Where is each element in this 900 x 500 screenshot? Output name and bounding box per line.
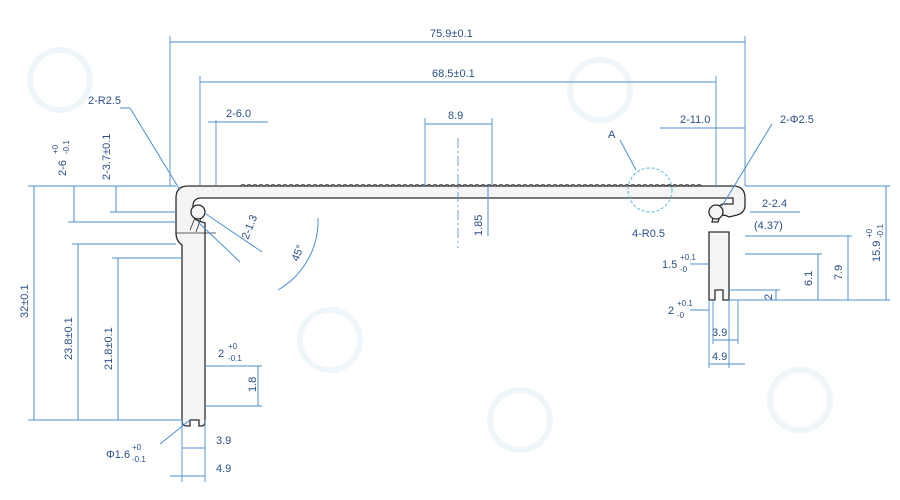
label-right-dim-2: 2	[763, 294, 775, 300]
right-screw-hole	[708, 204, 724, 220]
label-right-slot-depth: (4.37)	[754, 220, 783, 232]
label-left-inner-height: 2-3.7±0.1	[101, 134, 113, 180]
label-left-width-3-9: 3.9	[216, 435, 231, 447]
svg-text:+0: +0	[865, 228, 874, 238]
svg-text:-0.1: -0.1	[62, 140, 71, 154]
label-left-width-4-9: 4.9	[216, 463, 231, 475]
label-right-hole: 2-Φ2.5	[780, 114, 814, 126]
left-screw-hole	[190, 204, 206, 220]
label-inner-width: 68.5±0.1	[432, 68, 475, 80]
svg-text:-0.1: -0.1	[876, 224, 885, 238]
label-right-slot-width: 2-2.4	[762, 198, 787, 210]
label-overall-width: 75.9±0.1	[430, 28, 473, 40]
label-right-width-4-9: 4.9	[712, 351, 727, 363]
label-right-width-3-9: 3.9	[712, 327, 727, 339]
label-leg-height: 23.8±0.1	[63, 317, 75, 360]
label-left-radius: 2-R2.5	[88, 95, 121, 107]
svg-text:-0.1: -0.1	[228, 354, 242, 363]
svg-text:+0: +0	[51, 144, 60, 154]
label-hole: Φ1.6 +0 -0.1	[106, 443, 146, 464]
label-diag-width: 2-1.3	[240, 213, 261, 241]
profile-outline	[175, 184, 746, 427]
profile-body	[175, 185, 746, 427]
label-leg-inner: 21.8±0.1	[103, 327, 115, 370]
label-angle: 45°	[290, 243, 307, 263]
svg-text:-0: -0	[677, 311, 685, 320]
svg-text:-0: -0	[680, 265, 688, 274]
label-leg-tip: 2 +0 -0.1	[218, 342, 242, 363]
dimension-labels: 75.9±0.1 68.5±0.1 2-R2.5 2-6.0 8.9 2-11.…	[19, 28, 885, 475]
svg-text:2: 2	[218, 348, 224, 360]
watermark-pattern	[27, 47, 833, 453]
serration-ridge	[239, 184, 703, 187]
svg-text:Φ1.6: Φ1.6	[106, 449, 130, 461]
dimension-lines	[28, 36, 890, 482]
svg-text:+0.1: +0.1	[677, 299, 693, 308]
label-left-slot: 2-6.0	[226, 108, 251, 120]
svg-text:2: 2	[668, 305, 674, 317]
label-right-dim-7-9: 7.9	[833, 265, 845, 280]
svg-text:+0: +0	[132, 443, 142, 452]
label-right-lip: 1.5 +0.1 -0	[662, 253, 696, 274]
svg-text:15.9: 15.9	[871, 241, 883, 262]
label-top-groove: 8.9	[448, 110, 463, 122]
label-right-foot: 2 +0.1 -0	[668, 299, 693, 320]
label-left-flange: 2-6 +0 -0.1	[51, 140, 71, 176]
svg-text:2-6: 2-6	[57, 160, 69, 176]
label-total-height: 32±0.1	[19, 284, 31, 318]
svg-text:1.5: 1.5	[662, 259, 677, 271]
label-right-total-height: 15.9 +0 -0.1	[865, 224, 885, 262]
label-detail-ref: A	[608, 129, 616, 141]
label-right-slot: 2-11.0	[680, 114, 710, 126]
right-foot	[708, 231, 730, 301]
label-right-dim-6-1: 6.1	[803, 271, 815, 286]
label-right-corner-radius: 4-R0.5	[632, 228, 665, 240]
svg-text:+0.1: +0.1	[680, 253, 696, 262]
left-hole-slot	[189, 217, 202, 233]
label-web-thickness: 1.85	[473, 215, 485, 236]
label-leg-tip-len: 1.8	[247, 377, 259, 392]
svg-text:-0.1: -0.1	[132, 455, 146, 464]
svg-text:+0: +0	[228, 342, 238, 351]
